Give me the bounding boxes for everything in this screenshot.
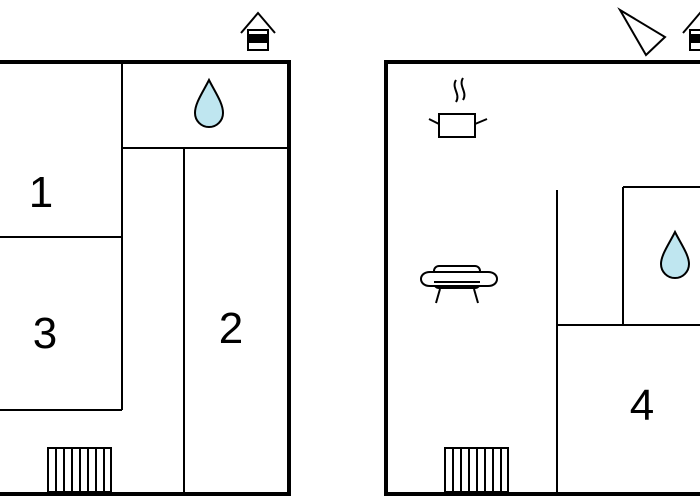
water-drop-icon: [193, 77, 225, 128]
room-number-3: 3: [33, 309, 57, 358]
house-entrance-icon: [682, 11, 700, 51]
room-number-1: 1: [29, 168, 53, 217]
room-number-4: 4: [630, 381, 654, 430]
radiator-icon: [47, 447, 112, 493]
left-floor: [0, 60, 291, 496]
sofa-icon: [420, 265, 498, 304]
radiator-icon: [444, 447, 509, 493]
cooking-pot-icon: [428, 77, 488, 138]
room-number-2: 2: [219, 304, 243, 353]
right-outer-wall: [384, 60, 700, 496]
left-outer-wall: [0, 60, 291, 496]
water-drop-icon: [659, 229, 691, 279]
triangle-marker-icon: [617, 7, 667, 57]
right-floor: [384, 60, 700, 496]
house-entrance-icon: [240, 11, 276, 51]
